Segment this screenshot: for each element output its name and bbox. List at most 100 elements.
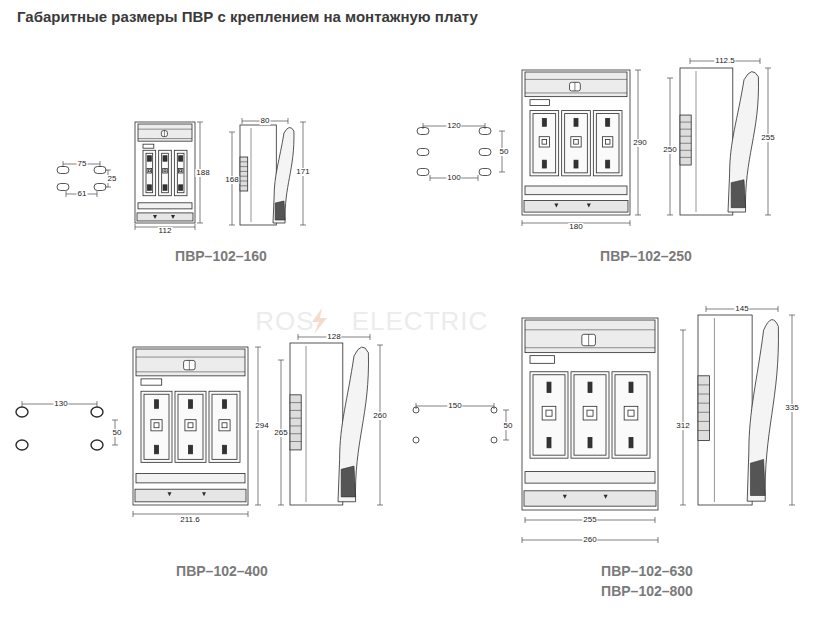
knob	[582, 334, 596, 345]
vent-line	[240, 181, 248, 182]
switch-side-view	[680, 68, 759, 215]
switch-side-view	[698, 315, 778, 505]
mounting-slot	[57, 184, 69, 191]
knob	[184, 360, 196, 369]
dimension-line	[522, 537, 658, 543]
dimension-tick	[135, 224, 136, 230]
handle-grip	[731, 180, 745, 208]
dimension-tick	[635, 215, 641, 216]
dimension-tick	[278, 505, 284, 506]
dimension-label: 112.5	[714, 57, 735, 65]
dimension-label: 260	[372, 412, 387, 420]
dimension-line	[298, 334, 370, 340]
foot	[168, 492, 172, 496]
dimension-tick	[760, 58, 761, 64]
contact	[163, 156, 167, 161]
dimension-label: 171	[295, 168, 310, 176]
dimension-tick	[300, 225, 306, 226]
dimension-label: 80	[260, 117, 271, 125]
dimension-tick	[778, 306, 779, 312]
dimension-tick	[690, 58, 691, 64]
fuse-window	[151, 420, 162, 431]
dimension-line	[242, 118, 288, 124]
housing	[133, 347, 248, 505]
dimension-tick	[248, 511, 249, 517]
mounting-hole	[91, 440, 103, 450]
cover-band	[525, 72, 627, 97]
contact	[147, 185, 151, 190]
dimension-tick	[423, 123, 424, 129]
contact	[155, 445, 159, 454]
dimension-line	[22, 401, 97, 407]
fuse-carrier	[593, 111, 622, 176]
mounting-base	[524, 491, 656, 506]
side-seam	[714, 318, 715, 502]
handle	[747, 320, 778, 502]
fuse-frame	[212, 394, 237, 459]
mounting-hole	[491, 437, 497, 443]
vent-block	[290, 395, 301, 450]
dimension-tick	[300, 122, 306, 123]
knob	[570, 82, 581, 91]
dimension-tick	[522, 220, 523, 226]
dimension-tick	[522, 537, 523, 543]
dimension-tick	[112, 445, 118, 446]
cover-line	[525, 79, 627, 80]
contact	[588, 437, 592, 447]
fuse-window	[603, 137, 613, 147]
side-seam	[251, 128, 252, 222]
vent-line	[680, 122, 691, 123]
side-body	[290, 343, 343, 505]
fuse-window	[583, 406, 597, 420]
dimension-tick	[503, 440, 509, 441]
vent-line	[680, 157, 691, 158]
knob	[161, 131, 167, 137]
fuse-frame	[178, 394, 203, 459]
contact	[155, 400, 159, 409]
dimension-tick	[789, 315, 795, 316]
dimension-line	[430, 175, 478, 181]
switch-front-view	[133, 347, 248, 505]
dimension-line	[377, 345, 383, 505]
fuse-window	[542, 406, 556, 420]
dimension-tick	[485, 123, 486, 129]
model-caption: ПВР–102–160	[175, 249, 267, 263]
knob-line	[574, 82, 575, 91]
vent-line	[290, 441, 301, 442]
mounting-base	[524, 201, 628, 213]
fuse-window	[571, 137, 581, 147]
dimension-tick	[133, 511, 134, 517]
vent-line	[698, 394, 709, 395]
dimension-label: 255	[760, 134, 775, 142]
dimension-tick	[765, 68, 771, 69]
switch-front-view	[522, 318, 658, 510]
fuse-frame	[162, 153, 169, 192]
vent-line	[290, 402, 301, 403]
knob-line	[189, 360, 190, 369]
mounting-slot	[94, 184, 106, 191]
cover-line	[525, 347, 655, 348]
fuse-window	[185, 420, 196, 431]
mounting-slot	[94, 167, 106, 174]
cover-band	[136, 349, 245, 376]
vent-line	[240, 176, 248, 177]
dimension-tick	[667, 78, 673, 79]
fuse-window-inner	[628, 410, 634, 416]
dimension-label: 294	[254, 422, 269, 430]
fuse-frame	[565, 114, 588, 173]
fuse-frame	[533, 375, 565, 455]
dimension-label: 100	[446, 174, 461, 182]
switch-side-view	[240, 125, 294, 225]
dimension-label: 211.6	[179, 516, 200, 524]
fuse-carrier	[175, 391, 206, 462]
mounting-slot	[479, 169, 491, 176]
contact	[542, 160, 546, 168]
dimension-tick	[789, 505, 795, 506]
dimension-label: 188	[195, 169, 210, 177]
fuse-carrier	[143, 150, 156, 195]
knob-line	[164, 131, 165, 137]
fuse-window-inner	[605, 140, 610, 145]
dimension-label: 250	[662, 146, 677, 154]
fuse-window-inner	[587, 410, 593, 416]
fuse-carrier	[209, 391, 240, 462]
